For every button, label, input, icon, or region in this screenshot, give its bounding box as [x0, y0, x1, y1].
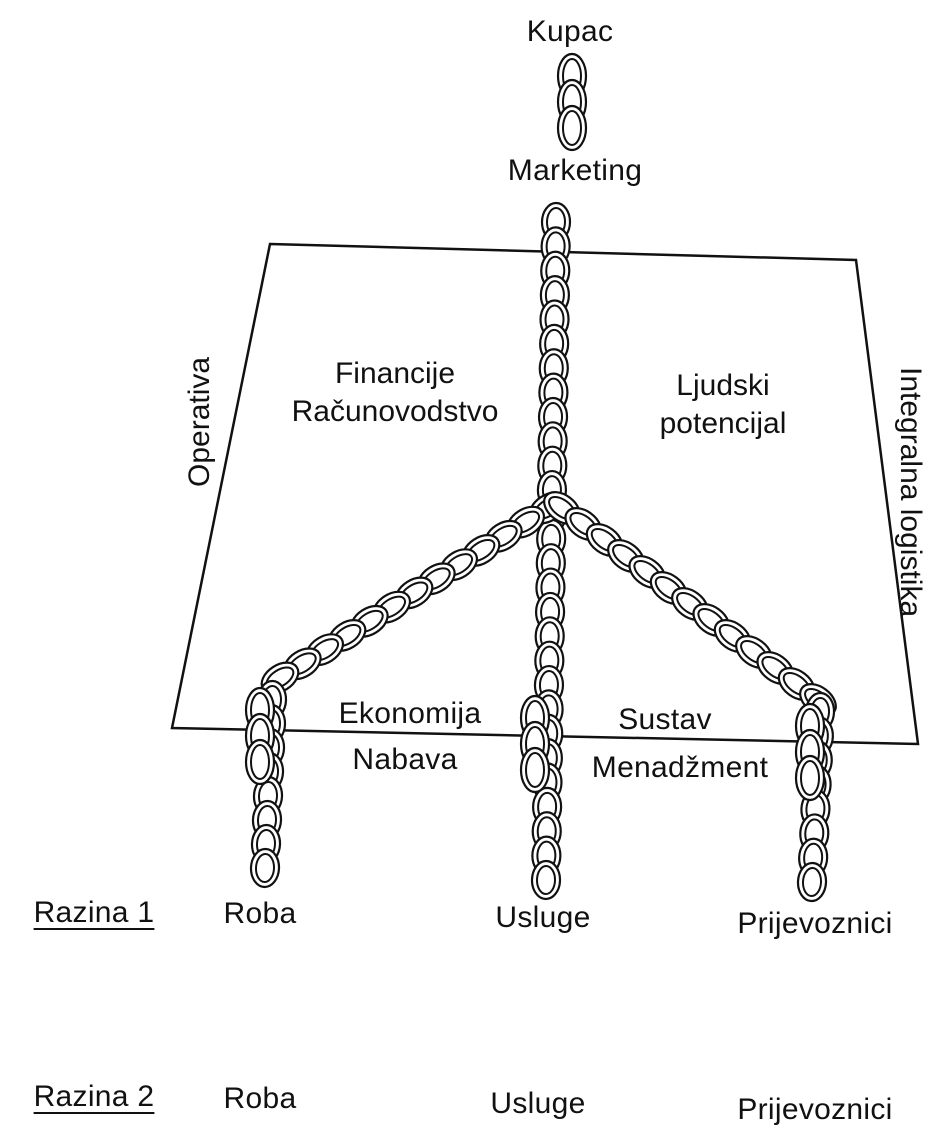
chain-customer-marketing	[556, 104, 588, 152]
level1-goods: Roba	[223, 897, 297, 930]
level2-carriers: Prijevoznici	[737, 1093, 893, 1126]
label-procurement: Nabava	[352, 743, 458, 776]
level1-title: Razina 1	[33, 896, 155, 929]
level1-services: Usluge	[495, 901, 591, 934]
level2-services: Usluge	[490, 1087, 586, 1120]
chain-carriers-l1-l2	[794, 754, 826, 802]
chains-group	[244, 52, 837, 903]
label-system: Sustav	[618, 703, 712, 736]
label-integral-logistics: Integralna logistika	[894, 367, 927, 618]
label-customer: Kupac	[526, 15, 614, 48]
chain-main-vertical	[530, 859, 562, 901]
level2-title: Razina 2	[33, 1080, 155, 1113]
label-finance: Financije	[334, 357, 456, 390]
level2-goods: Roba	[223, 1082, 297, 1115]
label-hr-line1: Ljudski	[676, 369, 770, 402]
chain-goods-l1-l2	[244, 738, 276, 786]
organization-plane	[170, 242, 920, 746]
label-finance-accounting: Financije Računovodstvo	[255, 355, 535, 430]
chain-left-column	[249, 847, 281, 889]
label-accounting: Računovodstvo	[291, 394, 499, 428]
label-economy: Ekonomija	[338, 697, 482, 730]
label-management: Menadžment	[591, 751, 769, 784]
label-marketing: Marketing	[507, 154, 643, 187]
chain-services-l1-l2	[519, 746, 551, 794]
level1-carriers: Prijevoznici	[737, 907, 893, 940]
chain-right-column	[796, 861, 828, 903]
label-operations: Operativa	[183, 356, 216, 487]
label-human-resources: Ljudski potencijal	[618, 367, 828, 442]
label-hr-line2: potencijal	[659, 406, 787, 440]
